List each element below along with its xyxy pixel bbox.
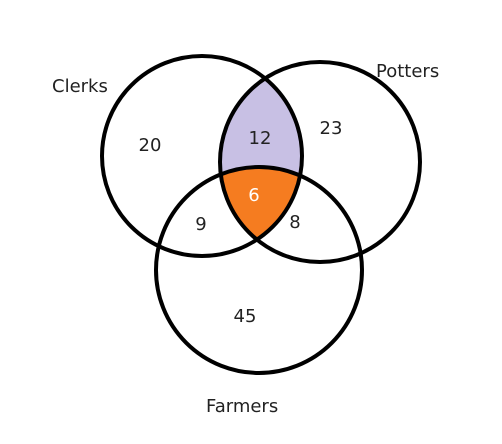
set-circle-clerks xyxy=(100,54,304,258)
region-value-farmers-only: 45 xyxy=(234,306,257,327)
region-value-potters-only: 23 xyxy=(320,118,343,139)
set-label-farmers: Farmers xyxy=(206,396,278,417)
set-label-potters: Potters xyxy=(376,61,439,82)
region-value-clerks-potters: 12 xyxy=(249,128,272,149)
set-circle-potters xyxy=(218,60,422,264)
set-label-clerks: Clerks xyxy=(52,76,108,97)
region-value-potters-farmers: 8 xyxy=(289,212,300,233)
set-circle-farmers xyxy=(154,165,364,375)
region-value-clerks-only: 20 xyxy=(139,135,162,156)
region-value-all-three: 6 xyxy=(248,185,259,206)
region-value-clerks-farmers: 9 xyxy=(195,214,206,235)
